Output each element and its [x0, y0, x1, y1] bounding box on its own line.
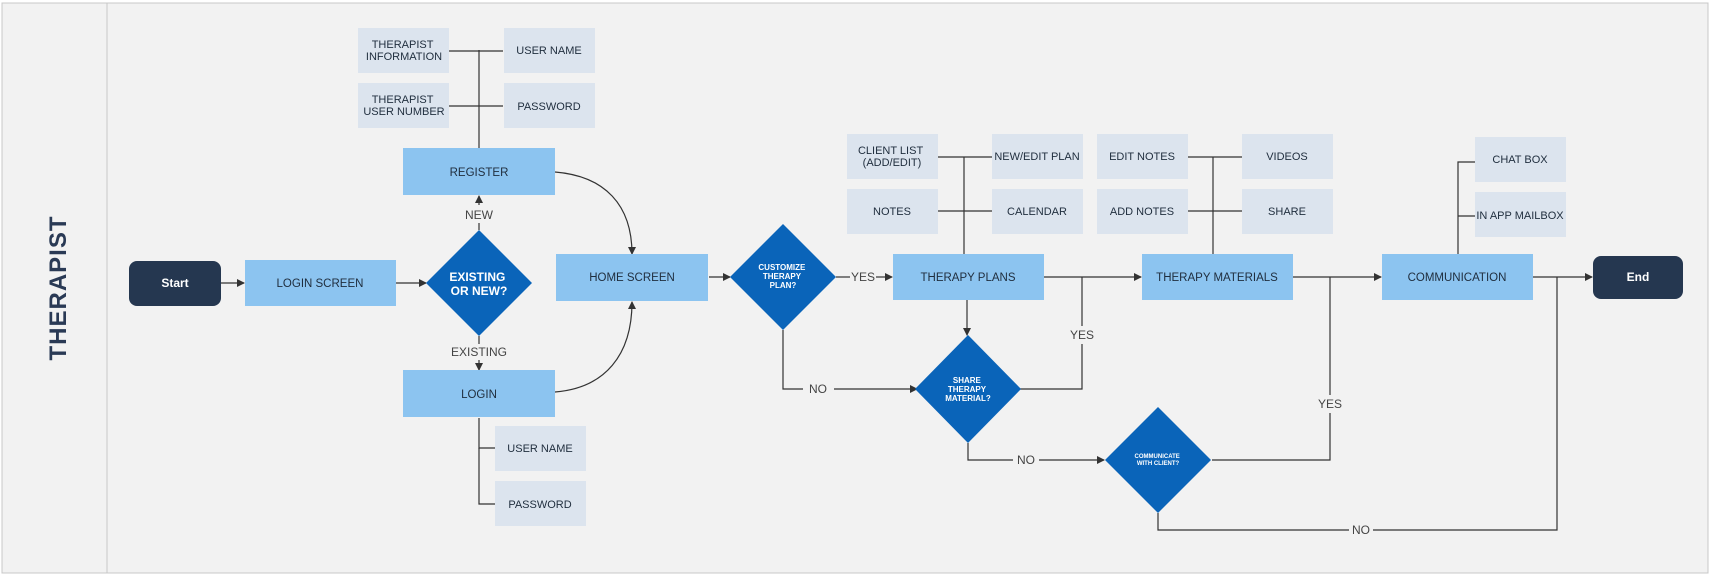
field-chat-box-label: CHAT BOX — [1492, 154, 1548, 166]
decision-existing-or-new[interactable]: EXISTING OR NEW? — [426, 230, 532, 336]
field-register-password-label: PASSWORD — [517, 101, 580, 113]
field-login-password-label: PASSWORD — [508, 499, 571, 511]
field-register-password: PASSWORD — [504, 83, 595, 128]
edge-customize-no-a — [782, 330, 803, 390]
edge-communicate-yes-a — [1212, 413, 1331, 461]
therapy-plans-box[interactable]: THERAPY PLANS — [893, 254, 1044, 300]
edge-labels: NEW EXISTING YES NO YES NO YES NO — [451, 208, 1370, 537]
field-new-edit-plan: NEW/EDIT PLAN — [992, 134, 1083, 179]
field-register-user-name-label: USER NAME — [516, 45, 581, 57]
edge-share-yes-a — [1019, 344, 1083, 390]
field-login-user-name-label: USER NAME — [507, 443, 572, 455]
field-therapist-information-line1: THERAPIST — [372, 39, 434, 51]
field-therapist-user-number-line1: THERAPIST — [372, 94, 434, 106]
field-share-label: SHARE — [1268, 206, 1306, 218]
login-screen-label: LOGIN SCREEN — [277, 278, 364, 290]
edge-label-yes-customize: YES — [851, 270, 875, 284]
connectors — [221, 50, 1593, 531]
field-therapist-information-line2: INFORMATION — [366, 51, 442, 63]
svg-text:CLIENT LIST (ADD/EDIT): CLIENT LIST (ADD/EDIT) — [858, 145, 926, 169]
field-new-edit-plan-label: NEW/EDIT PLAN — [994, 151, 1079, 163]
bracket-login-row2 — [478, 448, 495, 505]
field-videos-label: VIDEOS — [1266, 151, 1308, 163]
field-calendar-label: CALENDAR — [1007, 206, 1067, 218]
field-calendar: CALENDAR — [992, 189, 1083, 234]
edge-label-no-share: NO — [1017, 453, 1035, 467]
field-therapist-information: THERAPIST INFORMATION — [358, 28, 449, 73]
end-terminal[interactable]: End — [1593, 256, 1683, 299]
therapy-materials-label: THERAPY MATERIALS — [1156, 272, 1278, 284]
field-client-list-line2: (ADD/EDIT) — [863, 157, 922, 169]
decision-share-material[interactable]: SHARE THERAPY MATERIAL? — [915, 335, 1021, 443]
communication-label: COMMUNICATION — [1408, 272, 1507, 284]
decision-customize-line3: PLAN? — [770, 281, 797, 290]
decision-communicate-line1: COMMUNICATE — [1135, 454, 1180, 460]
bracket-comm-row1 — [1457, 161, 1475, 254]
home-screen-label: HOME SCREEN — [589, 272, 675, 284]
field-therapist-user-number-line2: USER NUMBER — [363, 106, 444, 118]
svg-text:EXISTING OR NEW?: EXISTING OR NEW? — [449, 270, 508, 298]
svg-text:COMMUNICATE WITH CLIENT?: COMMUNICATE WITH CLIENT? — [1135, 454, 1182, 467]
decision-customize-plan[interactable]: CUSTOMIZE THERAPY PLAN? — [730, 224, 836, 330]
therapy-materials-box[interactable]: THERAPY MATERIALS — [1142, 254, 1293, 300]
field-register-user-name: USER NAME — [504, 28, 595, 73]
start-label: Start — [161, 276, 188, 290]
register-label: REGISTER — [450, 167, 509, 179]
therapy-plans-label: THERAPY PLANS — [920, 272, 1015, 284]
decision-existing-or-new-line1: EXISTING — [449, 270, 505, 284]
edge-register-home — [554, 171, 636, 255]
field-edit-notes: EDIT NOTES — [1097, 134, 1188, 179]
field-share: SHARE — [1242, 189, 1333, 234]
field-login-password: PASSWORD — [495, 481, 586, 526]
field-login-user-name: USER NAME — [495, 426, 586, 471]
field-client-list-line1: CLIENT LIST — [858, 145, 923, 157]
field-in-app-mailbox-label: IN APP MAILBOX — [1476, 210, 1564, 222]
edge-label-yes-communicate: YES — [1318, 397, 1342, 411]
register-box[interactable]: REGISTER — [403, 148, 555, 195]
field-add-notes-label: ADD NOTES — [1110, 206, 1174, 218]
edge-label-new: NEW — [465, 208, 494, 222]
edge-login-home — [554, 301, 636, 393]
decision-communicate-line2: WITH CLIENT? — [1137, 461, 1180, 467]
field-add-notes: ADD NOTES — [1097, 189, 1188, 234]
edge-label-no-customize: NO — [809, 382, 827, 396]
decision-share-line2: THERAPY — [948, 385, 987, 394]
field-chat-box: CHAT BOX — [1475, 137, 1566, 182]
end-label: End — [1627, 270, 1650, 284]
decision-communicate-client[interactable]: COMMUNICATE WITH CLIENT? — [1105, 407, 1211, 513]
edge-share-no-a — [967, 443, 1013, 461]
svg-text:SHARE THERAPY MATE: SHARE THERAPY MATERIAL? — [945, 376, 991, 403]
decision-share-line3: MATERIAL? — [945, 394, 991, 403]
login-label: LOGIN — [461, 389, 497, 401]
decision-customize-line1: CUSTOMIZE — [758, 263, 806, 272]
home-screen-box[interactable]: HOME SCREEN — [556, 254, 708, 301]
login-screen-box[interactable]: LOGIN SCREEN — [245, 260, 396, 306]
field-notes: NOTES — [847, 189, 938, 234]
login-box[interactable]: LOGIN — [403, 370, 555, 417]
edge-communicate-no-a — [1157, 513, 1349, 531]
svg-text:THERAPIST USER NUMBER: THERAPIST USER NUMBER — [363, 94, 444, 118]
field-edit-notes-label: EDIT NOTES — [1109, 151, 1175, 163]
svg-text:CUSTOMIZE THERAPY: CUSTOMIZE THERAPY PLAN? — [758, 263, 807, 290]
communication-box[interactable]: COMMUNICATION — [1382, 254, 1533, 300]
decision-existing-or-new-line2: OR NEW? — [451, 284, 508, 298]
edge-label-no-communicate: NO — [1352, 523, 1370, 537]
field-client-list: CLIENT LIST (ADD/EDIT) — [847, 134, 938, 179]
start-terminal[interactable]: Start — [129, 261, 221, 306]
field-notes-label: NOTES — [873, 206, 911, 218]
svg-text:THERAPIST INFORMATION: THERAPIST INFORMATION — [366, 39, 442, 63]
decision-customize-line2: THERAPY — [763, 272, 802, 281]
lane-title: THERAPIST — [45, 215, 72, 360]
edge-communicate-no-b — [1373, 277, 1558, 531]
field-therapist-user-number: THERAPIST USER NUMBER — [358, 83, 449, 128]
edge-label-yes-share: YES — [1070, 328, 1094, 342]
field-in-app-mailbox: IN APP MAILBOX — [1475, 192, 1566, 237]
field-videos: VIDEOS — [1242, 134, 1333, 179]
edge-label-existing: EXISTING — [451, 345, 507, 359]
decision-share-line1: SHARE — [953, 376, 982, 385]
